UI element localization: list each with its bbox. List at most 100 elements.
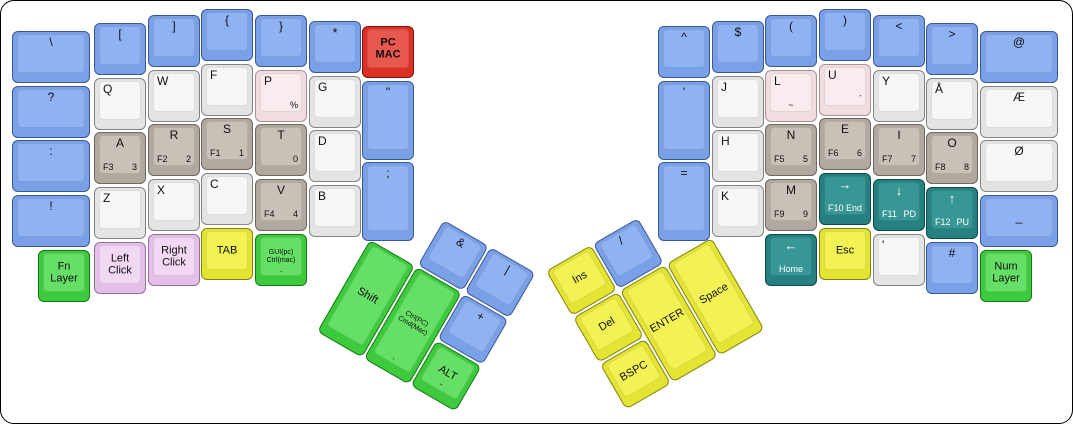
key-close-paren[interactable]: ) [819, 9, 871, 61]
key-num-layer[interactable]: Num Layer [980, 250, 1032, 302]
key-j[interactable]: J [712, 76, 764, 128]
key-m-label: M [786, 183, 796, 197]
key-w-label: W [157, 74, 169, 88]
key-tab[interactable]: TAB [201, 228, 253, 280]
key-ins-top: Ins [551, 250, 608, 305]
key-u-label: ´ [859, 93, 862, 104]
key-z[interactable]: Z [94, 187, 146, 239]
key-right-click-top: Right Click [153, 237, 195, 276]
key-greater-than[interactable]: > [926, 23, 978, 75]
key-arrow-left[interactable]: ←Home [765, 234, 817, 286]
key-arrow-up-label: PU [956, 216, 969, 227]
key-y-label: Y [882, 74, 891, 88]
key-q[interactable]: Q [94, 78, 146, 130]
key-y-top: Y [878, 73, 920, 112]
key-left-click-top: Left Click [99, 245, 141, 284]
key-caret[interactable]: ^ [658, 26, 710, 78]
key-n-label: F5 [774, 153, 785, 164]
key-k[interactable]: K [712, 185, 764, 237]
key-esc-top: Esc [824, 231, 866, 270]
key-d[interactable]: D [309, 130, 361, 182]
key-hash[interactable]: # [926, 242, 978, 294]
key-pc-mac-top: PC MAC [367, 29, 409, 68]
key-p[interactable]: P% [255, 70, 307, 122]
key-at[interactable]: @ [980, 31, 1058, 83]
key-equals-top: = [663, 165, 705, 231]
key-b[interactable]: B [309, 185, 361, 237]
key-pc-mac[interactable]: PC MAC [362, 26, 414, 78]
key-asterisk[interactable]: * [309, 21, 361, 73]
key-dollar[interactable]: $ [712, 21, 764, 73]
key-tick-top: ' [878, 237, 920, 276]
key-esc[interactable]: Esc [819, 228, 871, 280]
key-colon[interactable]: : [12, 140, 90, 192]
key-ae[interactable]: Æ [980, 86, 1058, 138]
key-semicolon[interactable]: ; [362, 162, 414, 241]
key-colon-top: : [17, 143, 85, 182]
key-c[interactable]: C [201, 173, 253, 225]
key-right-click[interactable]: Right Click [148, 234, 200, 286]
key-dollar-top: $ [717, 24, 759, 63]
key-del-label: Del [596, 314, 617, 334]
key-close-bracket-label: ] [172, 19, 176, 33]
key-g[interactable]: G [309, 76, 361, 128]
key-space-label: Space [697, 280, 731, 307]
key-double-quote[interactable]: " [362, 81, 414, 160]
key-open-bracket[interactable]: [ [94, 23, 146, 75]
key-num-layer-top: Num Layer [985, 253, 1027, 292]
key-x[interactable]: X [148, 179, 200, 231]
key-close-brace[interactable]: } [255, 15, 307, 67]
key-y[interactable]: Y [873, 70, 925, 122]
key-underscore[interactable]: _ [980, 195, 1058, 247]
key-tick[interactable]: ' [873, 234, 925, 286]
key-h[interactable]: H [712, 130, 764, 182]
key-question-label: ? [47, 90, 55, 104]
key-open-paren[interactable]: ( [765, 15, 817, 67]
key-v-label: 4 [292, 208, 298, 219]
key-apostrophe[interactable]: ' [658, 81, 710, 160]
key-less-than[interactable]: < [873, 15, 925, 67]
key-question[interactable]: ? [12, 86, 90, 138]
key-open-bracket-label: [ [118, 27, 122, 41]
key-a-ring[interactable]: Å [926, 78, 978, 130]
key-open-brace-top: { [206, 12, 248, 51]
key-o-slash[interactable]: Ø [980, 140, 1058, 192]
key-u[interactable]: U´ [819, 64, 871, 116]
key-backslash[interactable]: \ [12, 31, 90, 83]
key-v-label: F4 [264, 208, 275, 219]
key-s-label: 1 [238, 147, 244, 158]
key-gui-ctrl[interactable]: GUI(pc) Ctrl(mac). [255, 234, 307, 286]
key-fn-layer[interactable]: Fn Layer [38, 250, 90, 302]
key-open-paren-top: ( [770, 18, 812, 57]
key-q-label: Q [103, 82, 113, 96]
key-ae-top: Æ [985, 89, 1053, 128]
key-open-brace[interactable]: { [201, 9, 253, 61]
key-f[interactable]: F [201, 64, 253, 116]
key-w[interactable]: W [148, 70, 200, 122]
key-l[interactable]: L~ [765, 70, 817, 122]
key-pc-mac-label: PC MAC [375, 35, 401, 61]
key-left-click[interactable]: Left Click [94, 242, 146, 294]
key-exclamation[interactable]: ! [12, 195, 90, 247]
key-close-paren-label: ) [843, 13, 847, 27]
key-close-bracket[interactable]: ] [148, 15, 200, 67]
key-equals[interactable]: = [658, 162, 710, 241]
